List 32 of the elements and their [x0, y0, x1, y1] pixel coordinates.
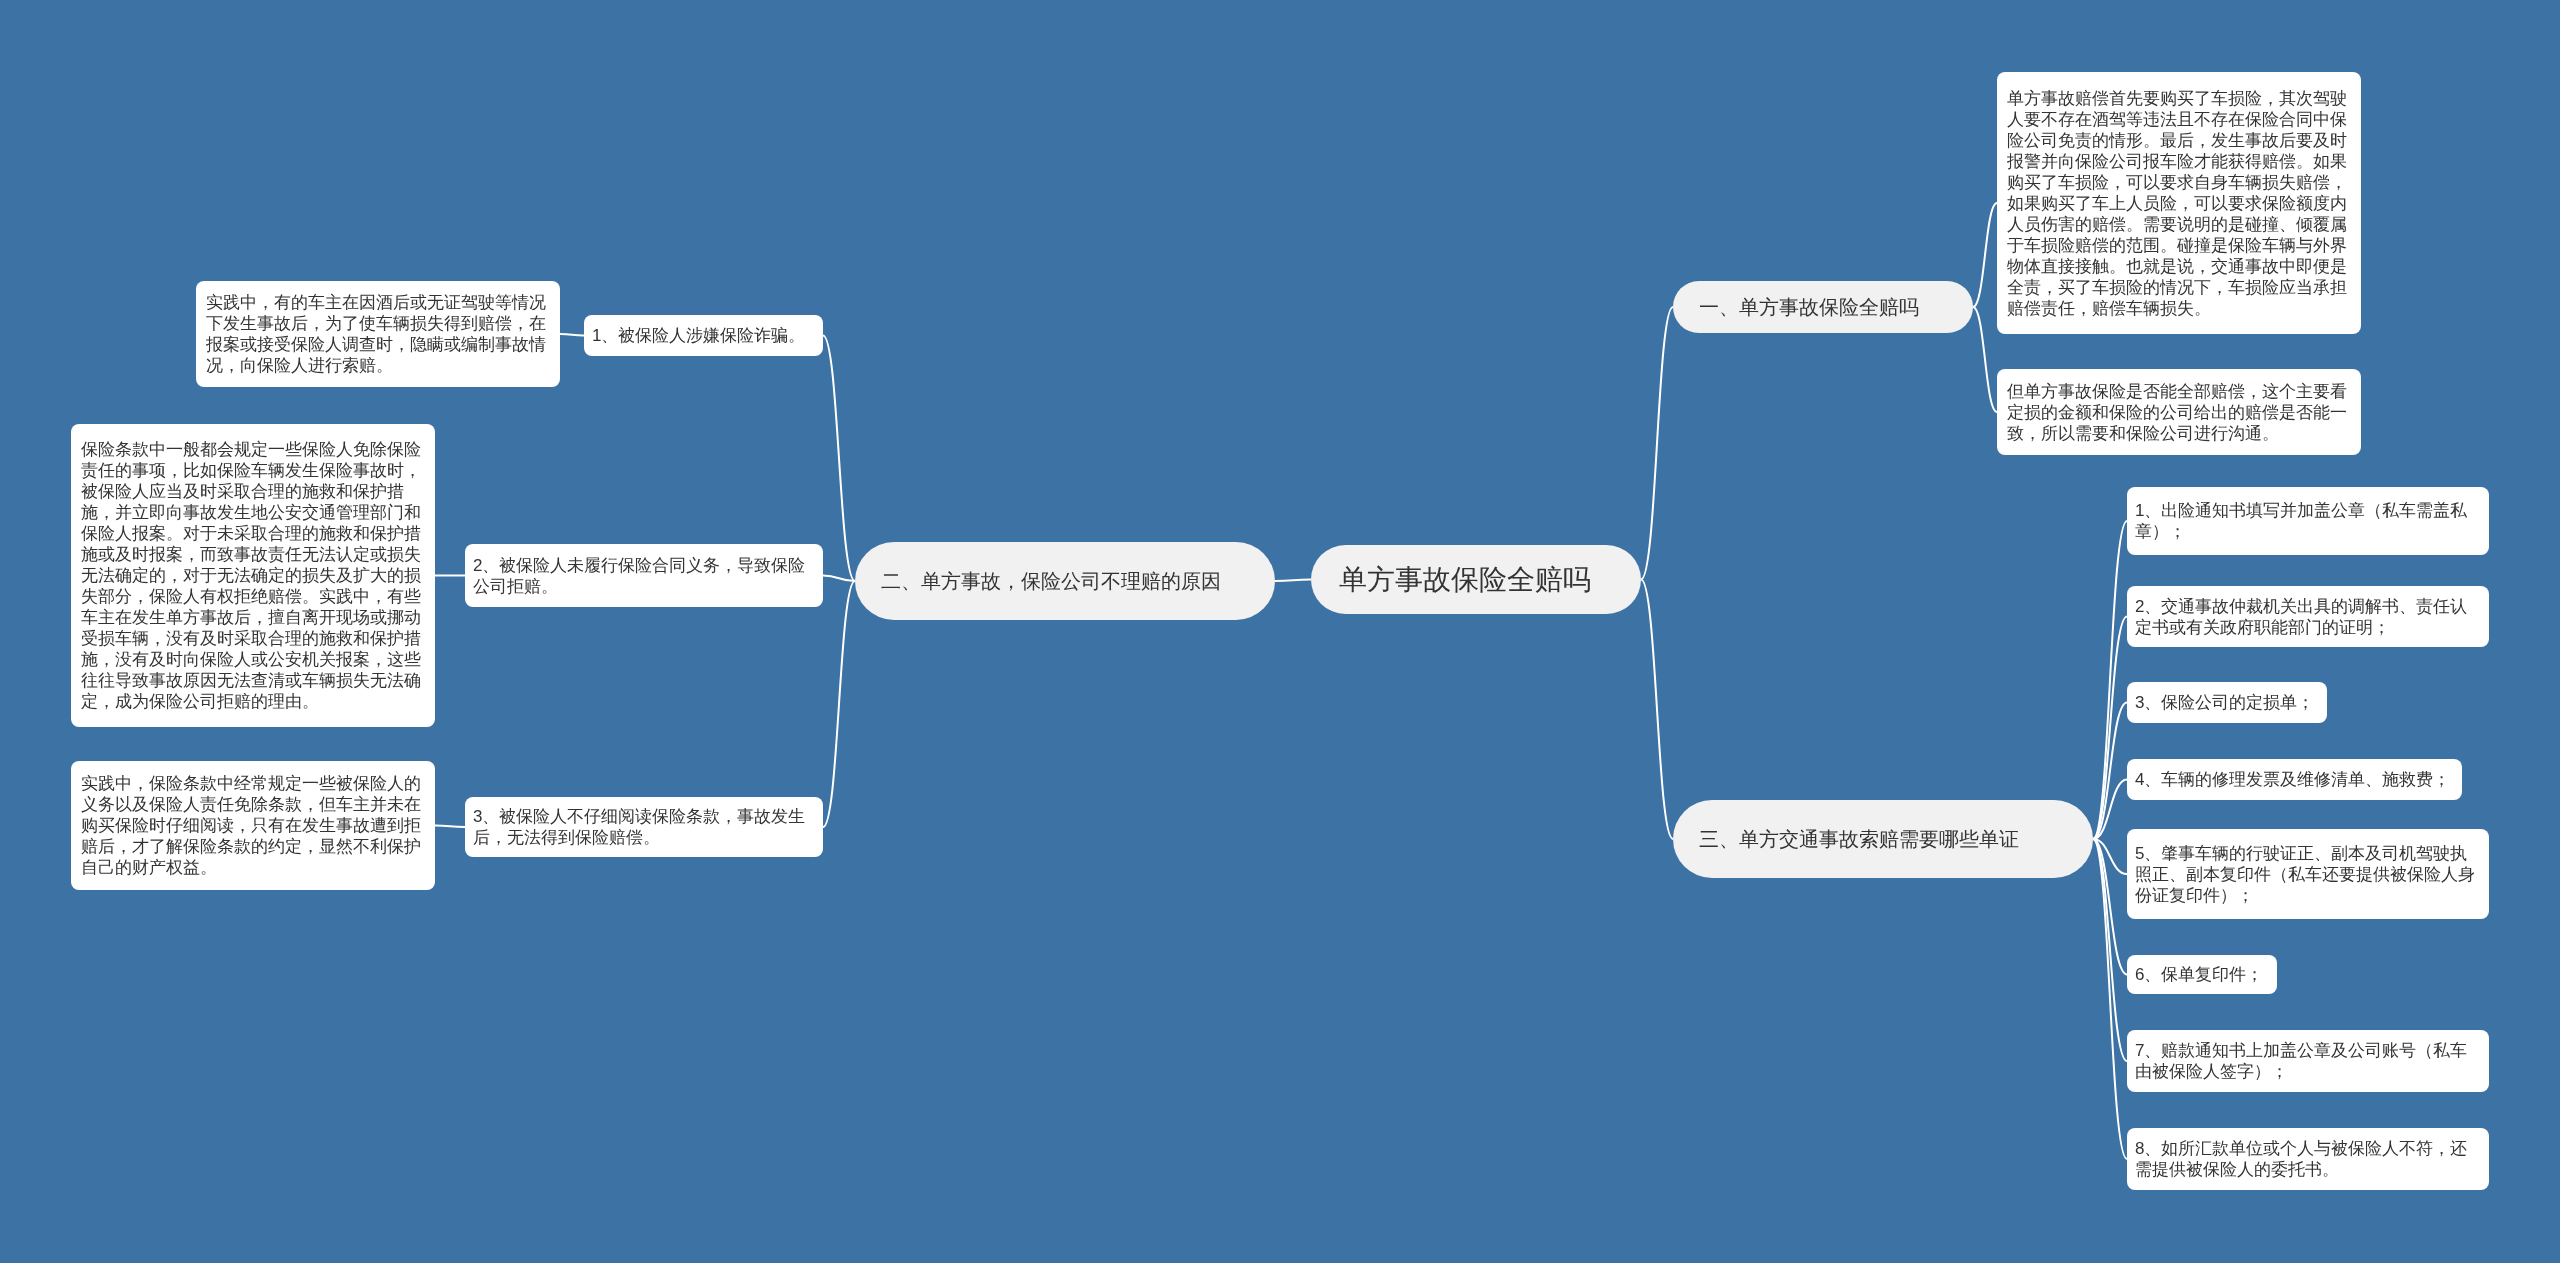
subtopic-card: 1、出险通知书填写并加盖公章（私车需盖私章）； [2127, 487, 2489, 555]
connector-line [1972, 306, 1998, 413]
subtopic-card: 8、如所汇款单位或个人与被保险人不符，还需提供被保险人的委托书。 [2127, 1128, 2489, 1190]
branch-topic: 一、单方事故保险全赔吗 [1673, 281, 1973, 333]
subtopic-card: 1、被保险人涉嫌保险诈骗。 [584, 315, 823, 356]
note-card: 实践中，保险条款中经常规定一些被保险人的义务以及保险人责任免除条款，但车主并未在购买保险时仔细阅读，只有在发生事故遭到拒赔后，才了解保险条款的约定，显然不利保护自己的财产权益。 [71, 761, 435, 890]
central-topic: 单方事故保险全赔吗 [1311, 545, 1641, 614]
note-card: 单方事故赔偿首先要购买了车损险，其次驾驶人要不存在酒驾等违法且不存在保险合同中保险公司免责的情形。最后，发生事故后要及时报警并向保险公司报车险才能获得赔偿。如果购买了车损险，可以要求自身车辆损失赔偿，如果购买了车上人员险，可以要求保险额度内人员伤害的赔偿。需要说明的是碰撞、倾覆属于车损险赔偿的范围。碰撞是保险车辆与外界物体直接接触。也就是说，交通事故中即便是全责，买了车损险的情况下，车损险应当承担赔偿责任，赔偿车辆损失。 [1997, 72, 2361, 334]
connector-line [559, 333, 585, 337]
connector-line [1972, 202, 1998, 308]
note-card: 实践中，有的车主在因酒后或无证驾驶等情况下发生事故后，为了使车辆损失得到赔偿，在报案或接受保险人调查时，隐瞒或编制事故情况，向保险人进行索赔。 [196, 281, 560, 387]
subtopic-card: 6、保单复印件； [2127, 955, 2277, 994]
branch-topic: 二、单方事故，保险公司不理赔的原因 [855, 542, 1275, 620]
branch-topic: 三、单方交通事故索赔需要哪些单证 [1673, 800, 2093, 878]
connector-line [822, 334, 856, 582]
connector-line [434, 574, 466, 577]
connector-line [1640, 578, 1674, 840]
connector-line [434, 824, 466, 828]
connector-line [2092, 838, 2128, 1160]
subtopic-card: 2、交通事故仲裁机关出具的调解书、责任认定书或有关政府职能部门的证明； [2127, 586, 2489, 647]
connector-line [822, 580, 856, 828]
subtopic-card: 3、被保险人不仔细阅读保险条款，事故发生后，无法得到保险赔偿。 [465, 797, 823, 857]
note-card: 但单方事故保险是否能全部赔偿，这个主要看定损的金额和保险的公司给出的赔偿是否能一致，所以需要和保险公司进行沟通。 [1997, 369, 2361, 455]
subtopic-card: 5、肇事车辆的行驶证正、副本及司机驾驶执照正、副本复印件（私车还要提供被保险人身份证复印件）； [2127, 829, 2489, 919]
subtopic-card: 2、被保险人未履行保险合同义务，导致保险公司拒赔。 [465, 544, 823, 607]
subtopic-card: 7、赔款通知书上加盖公章及公司账号（私车由被保险人签字）； [2127, 1030, 2489, 1092]
connector-line [822, 574, 856, 582]
subtopic-card: 3、保险公司的定损单； [2127, 682, 2327, 723]
connector-line [1274, 578, 1312, 582]
connector-line [1640, 306, 1674, 581]
subtopic-card: 4、车辆的修理发票及维修清单、施救费； [2127, 759, 2462, 800]
note-card: 保险条款中一般都会规定一些保险人免除保险责任的事项，比如保险车辆发生保险事故时，被保险人应当及时采取合理的施救和保护措施，并立即向事故发生地公安交通管理部门和保险人报案。对于未采取合理的施救和保护措施或及时报案，而致事故责任无法认定或损失无法确定的，对于无法确定的损失及扩大的损失部分，保险人有权拒绝赔偿。实践中，有些车主在发生单方事故后，擅自离开现场或挪动受损车辆，没有及时采取合理的施救和保护措施，没有及时向保险人或公安机关报案，这些往往导致事故原因无法查清或车辆损失无法确定，成为保险公司拒赔的理由。 [71, 424, 435, 727]
